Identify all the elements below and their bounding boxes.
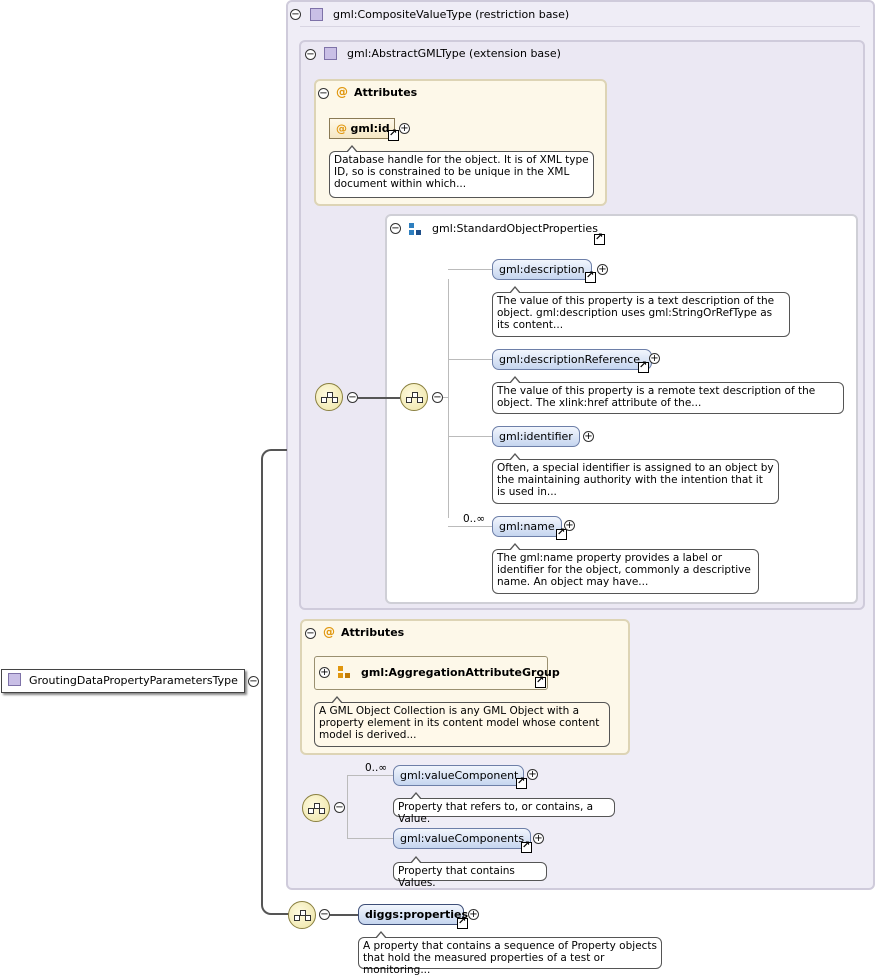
element-gml-description[interactable]: gml:description: [492, 259, 592, 280]
attribute-icon: @: [323, 625, 335, 639]
gml-id-description: Database handle for the object. It is of…: [329, 145, 594, 198]
branch-h-4: [448, 526, 492, 527]
reference-arrow-icon[interactable]: [521, 840, 532, 853]
collapse-root-toggle[interactable]: −: [248, 676, 259, 687]
sequence-compositor-inner[interactable]: [400, 383, 428, 411]
branch-h-2: [448, 359, 492, 360]
main-connector-top: [261, 449, 287, 683]
branch-h-3: [448, 436, 492, 437]
collapse-sequence-outer-toggle[interactable]: −: [347, 392, 358, 403]
element-gml-name[interactable]: gml:name: [492, 516, 562, 537]
expand-diggs-properties-button[interactable]: +: [468, 909, 479, 920]
collapse-attributes-1-toggle[interactable]: −: [318, 88, 329, 99]
collapse-choice-toggle[interactable]: −: [334, 802, 345, 813]
value-component-cardinality: 0..∞: [365, 762, 388, 774]
complex-type-icon: [324, 47, 337, 60]
root-type-label: GroutingDataPropertyParametersType: [29, 674, 238, 687]
expand-gml-name-button[interactable]: +: [564, 520, 575, 531]
attributes-2-title: Attributes: [341, 626, 405, 639]
abstract-title: gml:AbstractGMLType (extension base): [347, 47, 561, 60]
expand-gml-id-button[interactable]: +: [399, 123, 410, 134]
reference-arrow-icon[interactable]: [585, 270, 596, 283]
value-components-desc: Property that contains Values.: [393, 856, 547, 889]
reference-arrow-icon[interactable]: [516, 776, 527, 789]
gml-id-label: gml:id: [350, 122, 390, 135]
composite-title: gml:CompositeValueType (restriction base…: [333, 8, 570, 21]
attribute-group-icon: [338, 666, 351, 679]
expand-value-component-button[interactable]: +: [527, 769, 538, 780]
collapse-diggs-sequence-toggle[interactable]: −: [319, 909, 330, 920]
attribute-icon: @: [336, 85, 348, 99]
group-icon: [409, 223, 422, 236]
collapse-composite-toggle[interactable]: −: [290, 9, 301, 20]
sequence-compositor-outer[interactable]: [315, 383, 343, 411]
expand-gml-description-reference-button[interactable]: +: [649, 353, 660, 364]
gml-identifier-desc: Often, a special identifier is assigned …: [492, 453, 779, 504]
reference-arrow-icon[interactable]: [556, 527, 567, 540]
collapse-attributes-2-toggle[interactable]: −: [305, 628, 316, 639]
element-gml-value-components[interactable]: gml:valueComponents: [393, 828, 531, 849]
branch-h-mid: [443, 397, 449, 398]
branch-vertical: [448, 279, 449, 518]
composite-header-rule: [300, 26, 860, 27]
reference-arrow-icon[interactable]: [457, 916, 468, 929]
attributes-1-title: Attributes: [354, 86, 418, 99]
choice-branch-vertical: [347, 775, 348, 838]
gml-description-desc: The value of this property is a text des…: [492, 286, 790, 337]
std-props-title: gml:StandardObjectProperties: [432, 222, 598, 235]
element-gml-value-component[interactable]: gml:valueComponent: [393, 765, 524, 786]
reference-arrow-icon[interactable]: [638, 360, 649, 373]
gml-id-attribute[interactable]: @ gml:id: [329, 118, 395, 139]
complex-type-icon: [8, 673, 21, 686]
value-component-desc: Property that refers to, or contains, a …: [393, 792, 615, 825]
expand-aggregation-group-button[interactable]: +: [319, 667, 330, 678]
reference-arrow-icon[interactable]: [594, 232, 605, 245]
element-gml-description-reference[interactable]: gml:descriptionReference: [492, 349, 652, 370]
diggs-properties-desc: A property that contains a sequence of P…: [358, 931, 662, 976]
main-connector-bottom: [261, 681, 289, 915]
gml-name-desc: The gml:name property provides a label o…: [492, 543, 759, 594]
reference-arrow-icon[interactable]: [535, 675, 546, 688]
collapse-sequence-inner-toggle[interactable]: −: [432, 392, 443, 403]
aggregation-attribute-group[interactable]: [314, 656, 548, 690]
attribute-icon: @: [336, 122, 347, 135]
choice-compositor[interactable]: [302, 794, 330, 822]
connector-line: [358, 397, 400, 399]
reference-arrow-icon[interactable]: [388, 128, 399, 141]
complex-type-icon: [310, 8, 323, 21]
element-diggs-properties[interactable]: diggs:properties: [358, 904, 468, 925]
branch-h-1: [448, 269, 492, 270]
gml-name-cardinality: 0..∞: [463, 513, 486, 525]
expand-gml-description-button[interactable]: +: [597, 264, 608, 275]
aggregation-group-desc: A GML Object Collection is any GML Objec…: [314, 696, 610, 747]
collapse-std-props-toggle[interactable]: −: [390, 223, 401, 234]
choice-branch-h-1: [347, 775, 393, 776]
gml-description-reference-desc: The value of this property is a remote t…: [492, 376, 844, 414]
collapse-abstract-toggle[interactable]: −: [305, 49, 316, 60]
sequence-compositor-diggs[interactable]: [288, 901, 316, 929]
root-complex-type[interactable]: GroutingDataPropertyParametersType: [1, 669, 245, 693]
diggs-connector: [330, 914, 358, 916]
aggregation-group-label: gml:AggregationAttributeGroup: [361, 666, 560, 679]
choice-branch-h-2: [347, 838, 393, 839]
expand-value-components-button[interactable]: +: [533, 833, 544, 844]
expand-gml-identifier-button[interactable]: +: [583, 431, 594, 442]
element-gml-identifier[interactable]: gml:identifier: [492, 426, 580, 447]
